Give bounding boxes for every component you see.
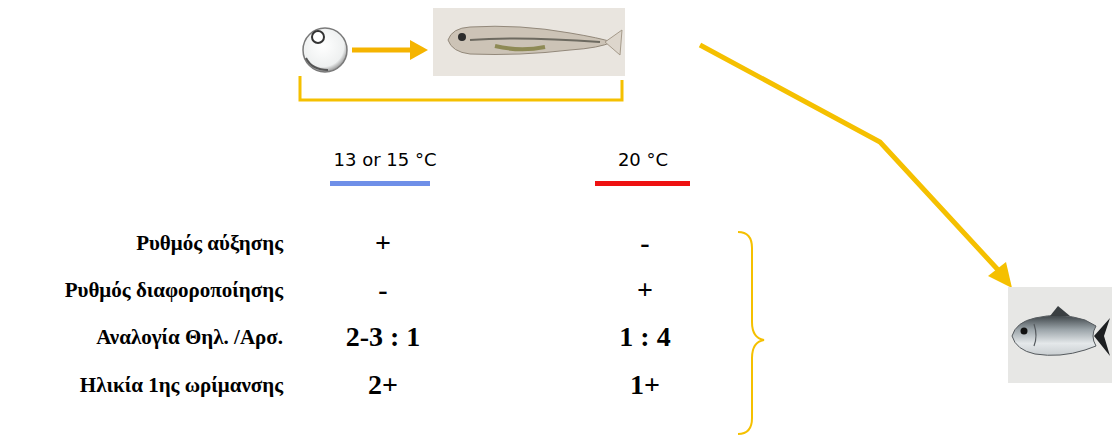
adult-eye bbox=[1021, 328, 1028, 335]
row-label: Αναλογία Θηλ. /Αρσ. bbox=[96, 325, 283, 349]
adult-tail bbox=[1094, 318, 1110, 356]
growth-arrow bbox=[700, 45, 1000, 272]
larva-gut bbox=[495, 46, 545, 49]
table-cell: 1+ bbox=[630, 369, 660, 401]
egg-shadow bbox=[306, 58, 328, 70]
egg bbox=[303, 28, 347, 72]
table-cell: + bbox=[375, 227, 391, 259]
cold-bar bbox=[330, 181, 430, 186]
warm-bar bbox=[595, 181, 690, 186]
temperature-label: 20 °C bbox=[618, 150, 668, 171]
arrow-line bbox=[352, 48, 412, 53]
larva-eye bbox=[458, 33, 466, 41]
curly-brace bbox=[738, 232, 764, 434]
arrow-head bbox=[410, 40, 428, 60]
larva-spine bbox=[470, 38, 600, 42]
adult-body bbox=[1012, 315, 1096, 355]
table-cell: + bbox=[637, 274, 653, 306]
table-cell: 1 : 4 bbox=[619, 321, 670, 353]
row-label: Ρυθμός διαφοροποίησης bbox=[65, 278, 283, 302]
table-cell: - bbox=[640, 227, 649, 259]
adult-photo bbox=[1008, 287, 1112, 383]
larva-tail bbox=[605, 30, 622, 55]
stage-bracket bbox=[300, 76, 622, 100]
table-cell: 2+ bbox=[368, 369, 398, 401]
table-cell: - bbox=[378, 274, 387, 306]
table-cell: 2-3 : 1 bbox=[346, 321, 421, 353]
oil-droplet bbox=[312, 31, 324, 43]
adult-gill bbox=[1034, 324, 1036, 346]
row-label: Ηλικία 1ης ωρίμανσης bbox=[80, 373, 283, 397]
adult-fin bbox=[1050, 306, 1070, 316]
growth-arrow-head bbox=[988, 262, 1012, 288]
larva-photo bbox=[433, 8, 625, 76]
temperature-label: 13 or 15 °C bbox=[334, 150, 437, 171]
row-label: Ρυθμός αύξησης bbox=[136, 231, 283, 255]
larva-body bbox=[448, 26, 612, 54]
